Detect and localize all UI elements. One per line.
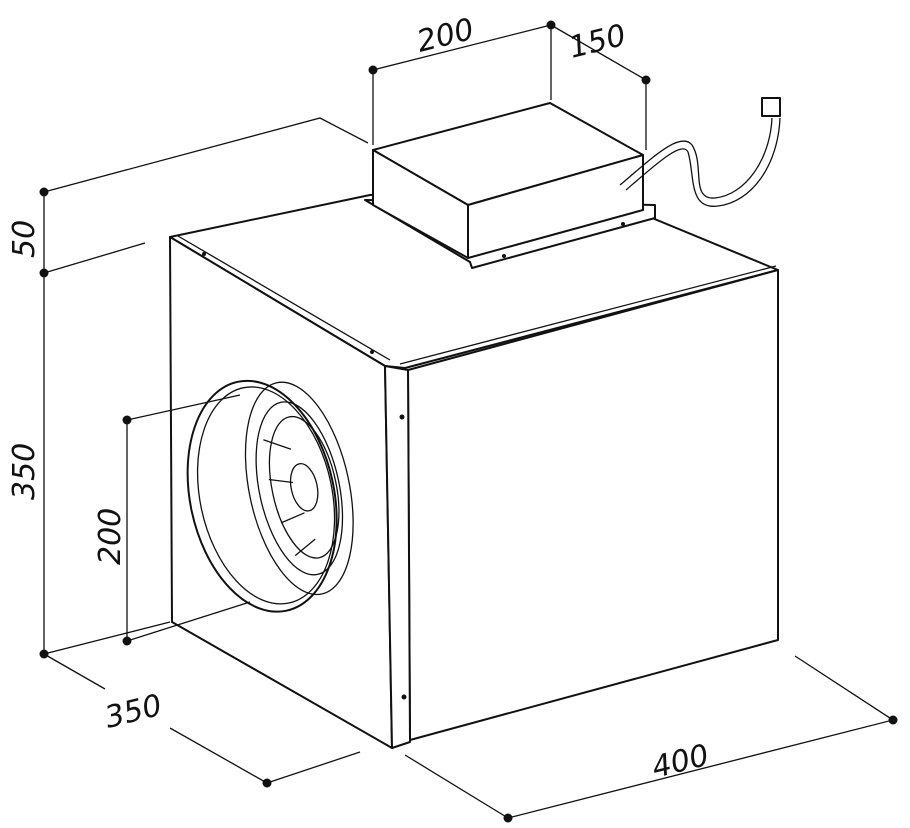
dim-outlet-diameter: 200 [93,508,128,565]
dim-top-width: 200 [413,12,477,60]
box-corner-strip [384,365,411,749]
dimension-dots [39,20,898,823]
dim-body-depth: 350 [101,688,165,736]
dim-body-height: 350 [7,443,42,500]
dimension-lines [43,24,894,819]
cable-connector [761,97,781,117]
power-cable [619,97,781,207]
fan-outlet [186,379,354,613]
fan-hub [289,463,319,512]
housing-right [467,154,644,259]
dim-body-width: 400 [648,738,712,786]
motor-housing [364,102,656,269]
dim-top-depth: 150 [565,18,629,66]
dim-top-height: 50 [7,220,42,258]
